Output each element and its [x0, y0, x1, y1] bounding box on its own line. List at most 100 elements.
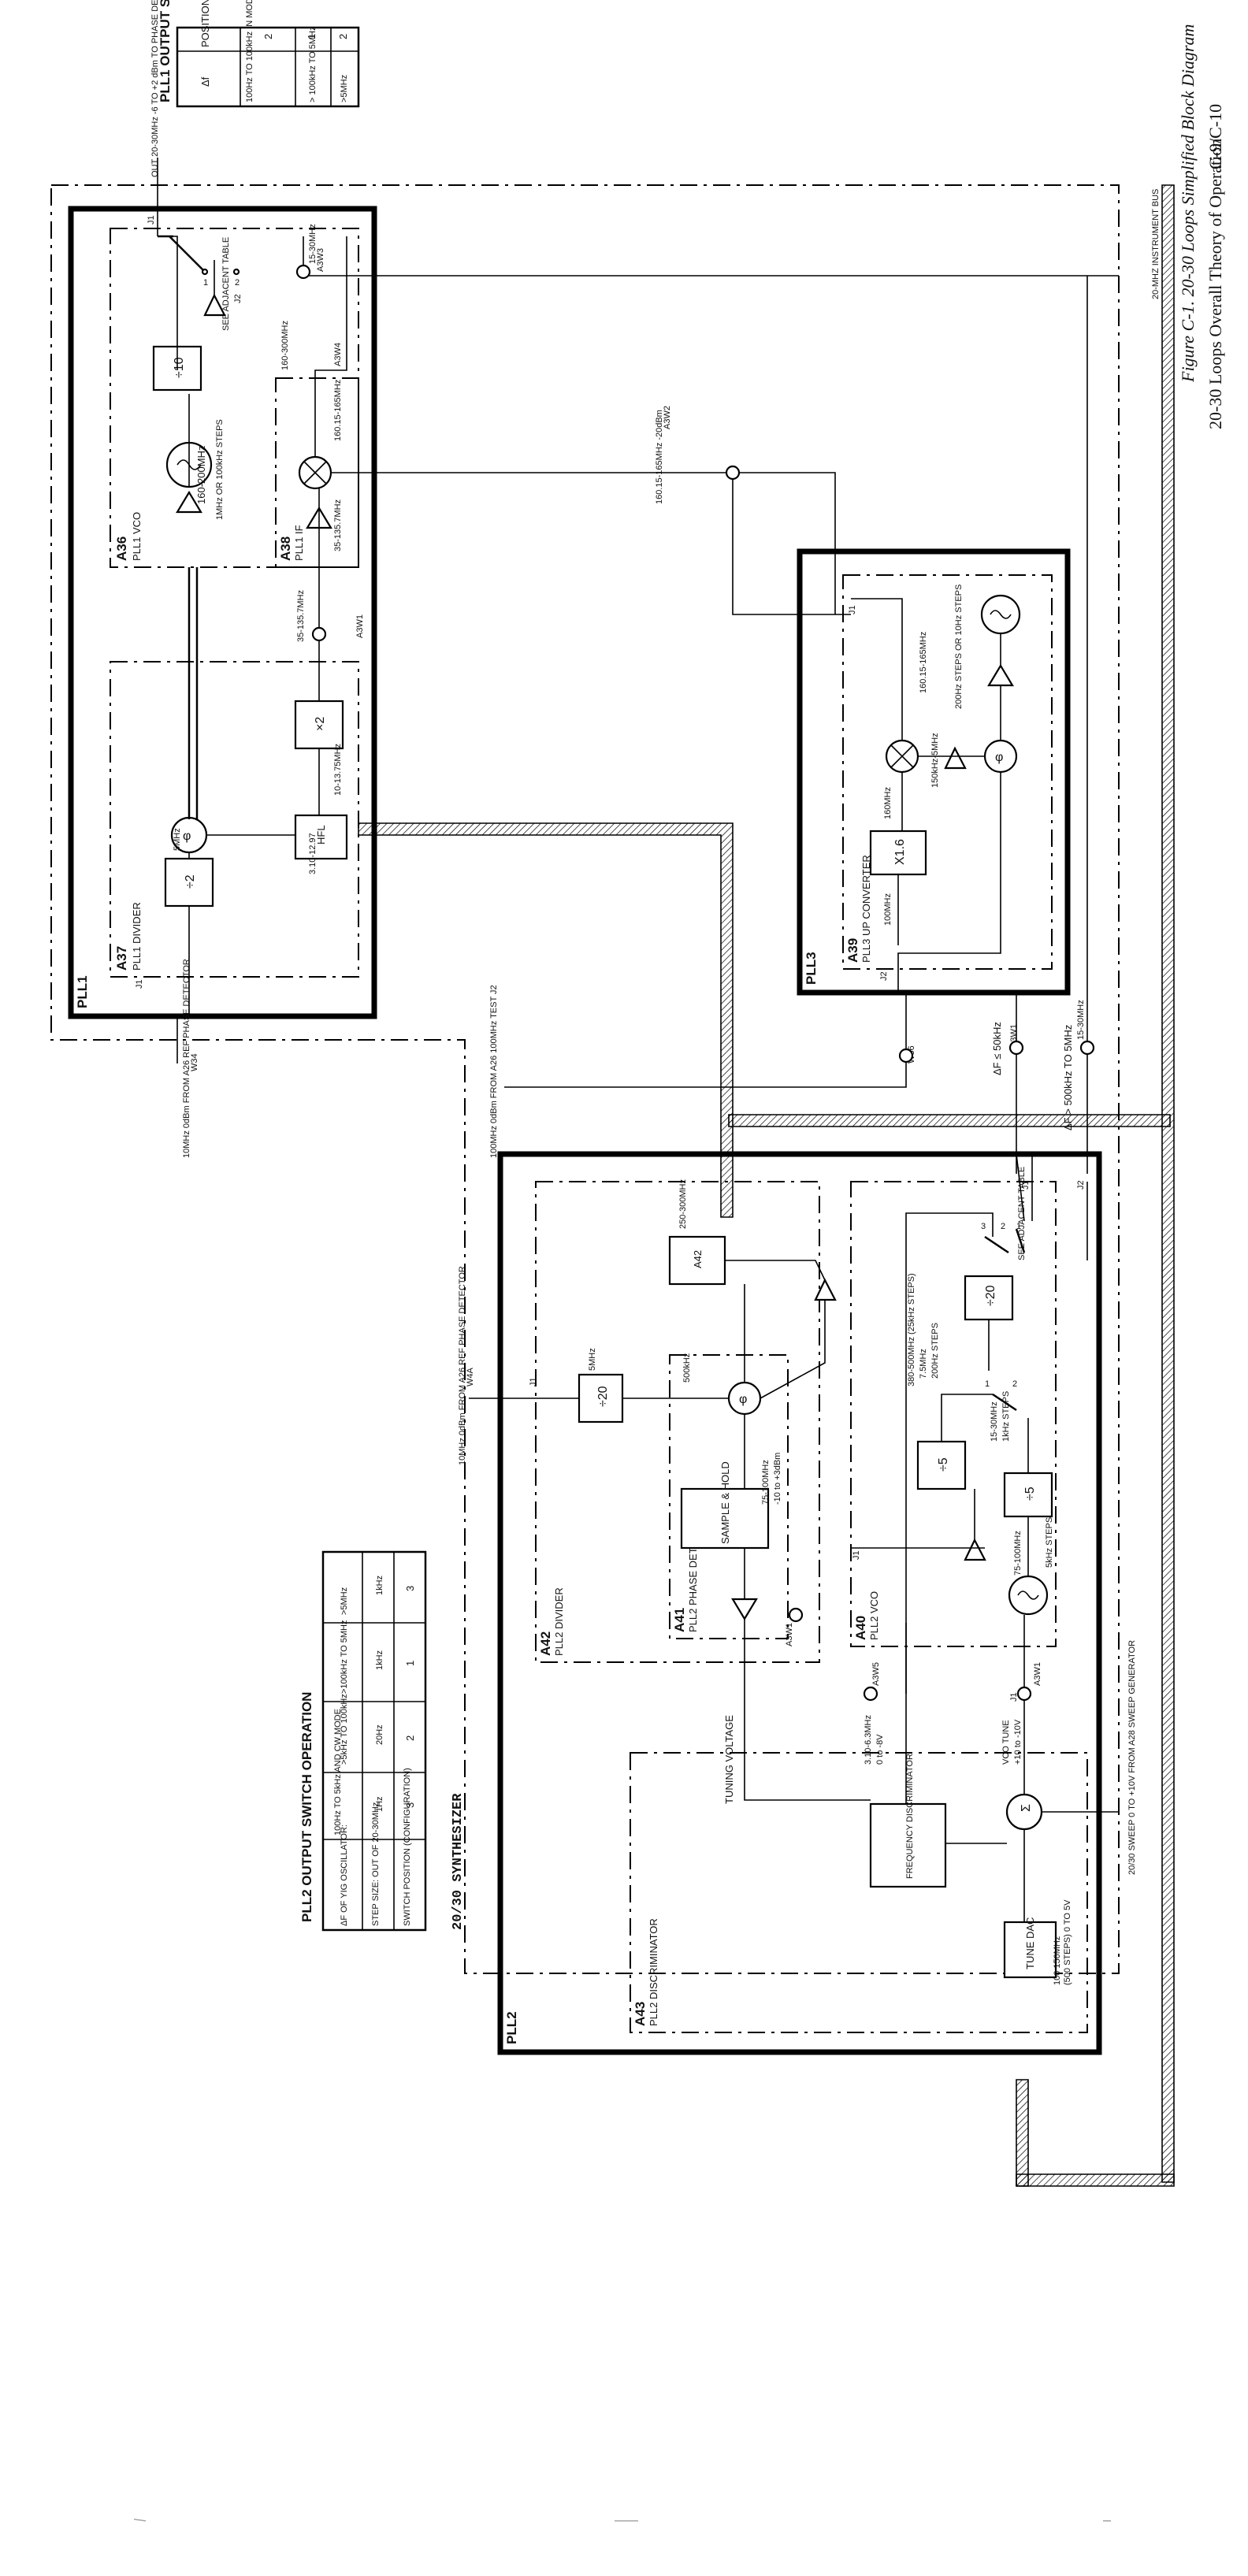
svg-text:A3W1: A3W1 [785, 1623, 794, 1646]
svg-text:3.10-12.97: 3.10-12.97 [308, 833, 318, 874]
svg-text:J1: J1 [147, 215, 156, 225]
svg-text:J2: J2 [879, 971, 889, 981]
freq-disc-block [869, 1802, 947, 1888]
svg-text:3: 3 [981, 1222, 986, 1231]
svg-text:5MHz: 5MHz [588, 1348, 597, 1371]
svg-text:100MHz: 100MHz [883, 893, 893, 926]
a41-id: A41 [672, 1608, 687, 1632]
sweep-label: 20/30 SWEEP 0 TO +10V FROM A28 SWEEP GEN… [1127, 1640, 1137, 1875]
svg-text:160-200MHz: 160-200MHz [195, 446, 207, 504]
pll1-table-title: PLL1 OUTPUT SWITCH OPERATION [158, 0, 173, 102]
svg-text:1: 1 [1016, 1222, 1021, 1231]
pll2-vco-amp [964, 1538, 986, 1561]
pll2-switch-note: SEE ADJACENT TABLE [1017, 1167, 1027, 1260]
svg-text:5MHz: 5MHz [173, 828, 182, 851]
pll2-switch-table: PLL2 OUTPUT SWITCH OPERATION ΔF OF YIG O… [299, 1550, 427, 1932]
pll2-label: PLL2 [504, 2011, 519, 2044]
svg-text:÷10: ÷10 [173, 357, 186, 378]
svg-text:÷2: ÷2 [184, 874, 197, 889]
svg-text:2: 2 [1001, 1222, 1005, 1231]
svg-text:>5MHz: >5MHz [340, 1587, 349, 1615]
svg-text:35-135.7MHz: 35-135.7MHz [333, 499, 343, 551]
svg-text:J1: J1 [1009, 1692, 1019, 1702]
a36-name: PLL1 VCO [131, 512, 143, 561]
pll1-region: PLL1 A36 PLL1 VCO A38 PLL1 IF A37 PLL1 D… [68, 158, 1119, 1063]
svg-text:1MHz OR 100kHz STEPS: 1MHz OR 100kHz STEPS [215, 419, 225, 520]
svg-text:2: 2 [404, 1735, 416, 1741]
sample-hold-block [680, 1487, 770, 1550]
svg-text:φ: φ [739, 1393, 747, 1406]
synthesizer-frame: 20/30 SYNTHESIZER [50, 184, 1120, 1974]
svg-text:>5MHz: >5MHz [340, 75, 349, 102]
control-buses [358, 184, 1175, 2187]
af500-label: ΔF > 500kHz TO 5MHz [1062, 1025, 1074, 1130]
svg-text:3: 3 [404, 1586, 416, 1591]
svg-text:STEP SIZE: OUT OF 20-30MHz: STEP SIZE: OUT OF 20-30MHz [371, 1802, 381, 1926]
af5-label: ΔF ≤ 50kHz [991, 1022, 1003, 1075]
hfl-block [294, 814, 348, 860]
a39-id: A39 [845, 938, 860, 963]
svg-text:FREQUENCY DISCRIMINATOR: FREQUENCY DISCRIMINATOR [905, 1754, 915, 1879]
caption-page: C-9/C-10 [1205, 104, 1225, 169]
svg-text:160.15-165MHz: 160.15-165MHz [919, 632, 928, 693]
svg-text:2: 2 [337, 34, 349, 39]
svg-text:X1.6: X1.6 [893, 839, 907, 865]
svg-text:+10 to -10V: +10 to -10V [1013, 1719, 1023, 1765]
svg-text:HFL: HFL [315, 825, 327, 844]
svg-text:3.10-6.3MHz: 3.10-6.3MHz [864, 1715, 873, 1765]
svg-text:100Hz TO 100kHz IN MODE: 100Hz TO 100kHz IN MODE [245, 0, 254, 102]
svg-text:100 150MHz: 100 150MHz [1053, 1936, 1062, 1985]
svg-text:J2: J2 [1076, 1180, 1086, 1190]
synth-label: 20/30 SYNTHESIZER [451, 1793, 466, 1930]
ref-in-label: 10MHz 0dBm FROM A26 REF PHASE DETECTOR [182, 959, 191, 1158]
pll3-region: PLL3 A39 PLL3 UP CONVERTER X1.6 φ 160MHz… [732, 473, 1071, 996]
svg-text:J2: J2 [233, 294, 243, 303]
a36-id: A36 [114, 536, 129, 561]
a37-name: PLL1 DIVIDER [131, 902, 143, 971]
svg-text:3: 3 [404, 1802, 416, 1808]
svg-text:380-500MHz (25kHz STEPS): 380-500MHz (25kHz STEPS) [907, 1273, 916, 1386]
svg-text:÷5: ÷5 [937, 1457, 950, 1472]
pll3-amp2 [987, 663, 1014, 687]
svg-text:1Hz: 1Hz [375, 1796, 384, 1812]
a40-name: PLL2 VCO [868, 1591, 880, 1640]
svg-text:A42: A42 [692, 1250, 704, 1268]
svg-text:×2: ×2 [314, 717, 327, 731]
svg-text:-10 to +3dBm: -10 to +3dBm [773, 1453, 782, 1505]
svg-text:Σ: Σ [1020, 1804, 1033, 1812]
pll1-switch-note: SEE ADJACENT TABLE [221, 237, 231, 331]
svg-text:200Hz STEPS: 200Hz STEPS [930, 1323, 940, 1379]
instrument-bus-label: 20-MHZ INSTRUMENT BUS [1151, 189, 1161, 299]
a42-name: PLL2 DIVIDER [553, 1587, 565, 1656]
x16-block [869, 830, 927, 876]
svg-text:A3W1: A3W1 [1033, 1662, 1042, 1686]
a37-id: A37 [114, 946, 129, 971]
a38-id: A38 [278, 536, 293, 561]
svg-text:250-300MHz: 250-300MHz [678, 1179, 688, 1229]
svg-text:75-100MHz: 75-100MHz [761, 1460, 771, 1505]
svg-text:10-13.75MHz: 10-13.75MHz [333, 744, 343, 796]
a43-name: PLL2 DISCRIMINATOR [648, 1918, 659, 2026]
pll3-in-label: 160.15-165MHz -20dBm [655, 410, 664, 504]
figure-caption: Figure C-1. 20-30 Loops Simplified Block… [1178, 24, 1225, 429]
svg-text:A3W3: A3W3 [316, 248, 325, 272]
svg-text:1: 1 [306, 34, 318, 39]
svg-text:15-30MHz: 15-30MHz [1076, 1000, 1086, 1040]
a42-id: A42 [538, 1631, 553, 1656]
a39-name: PLL3 UP CONVERTER [860, 855, 872, 963]
svg-text:SAMPLE & HOLD: SAMPLE & HOLD [719, 1461, 731, 1544]
pll1-output-label: OUT 20-30MHz -6 TO +2 dBm TO PHASE DETEC… [150, 0, 160, 177]
svg-text:2: 2 [1012, 1379, 1017, 1389]
svg-text:1kHz: 1kHz [375, 1576, 384, 1595]
tune-dac-block [1003, 1921, 1057, 1979]
svg-text:500kHz: 500kHz [682, 1353, 692, 1383]
svg-text:TUNING VOLTAGE: TUNING VOLTAGE [723, 1715, 735, 1804]
svg-text:J1: J1 [852, 1550, 861, 1560]
svg-text:J1: J1 [1021, 1180, 1031, 1190]
svg-text:15-30MHz: 15-30MHz [308, 224, 318, 264]
a40-id: A40 [853, 1616, 868, 1640]
svg-text:2: 2 [262, 34, 274, 39]
svg-text:150kHz-5MHz: 150kHz-5MHz [930, 733, 940, 788]
